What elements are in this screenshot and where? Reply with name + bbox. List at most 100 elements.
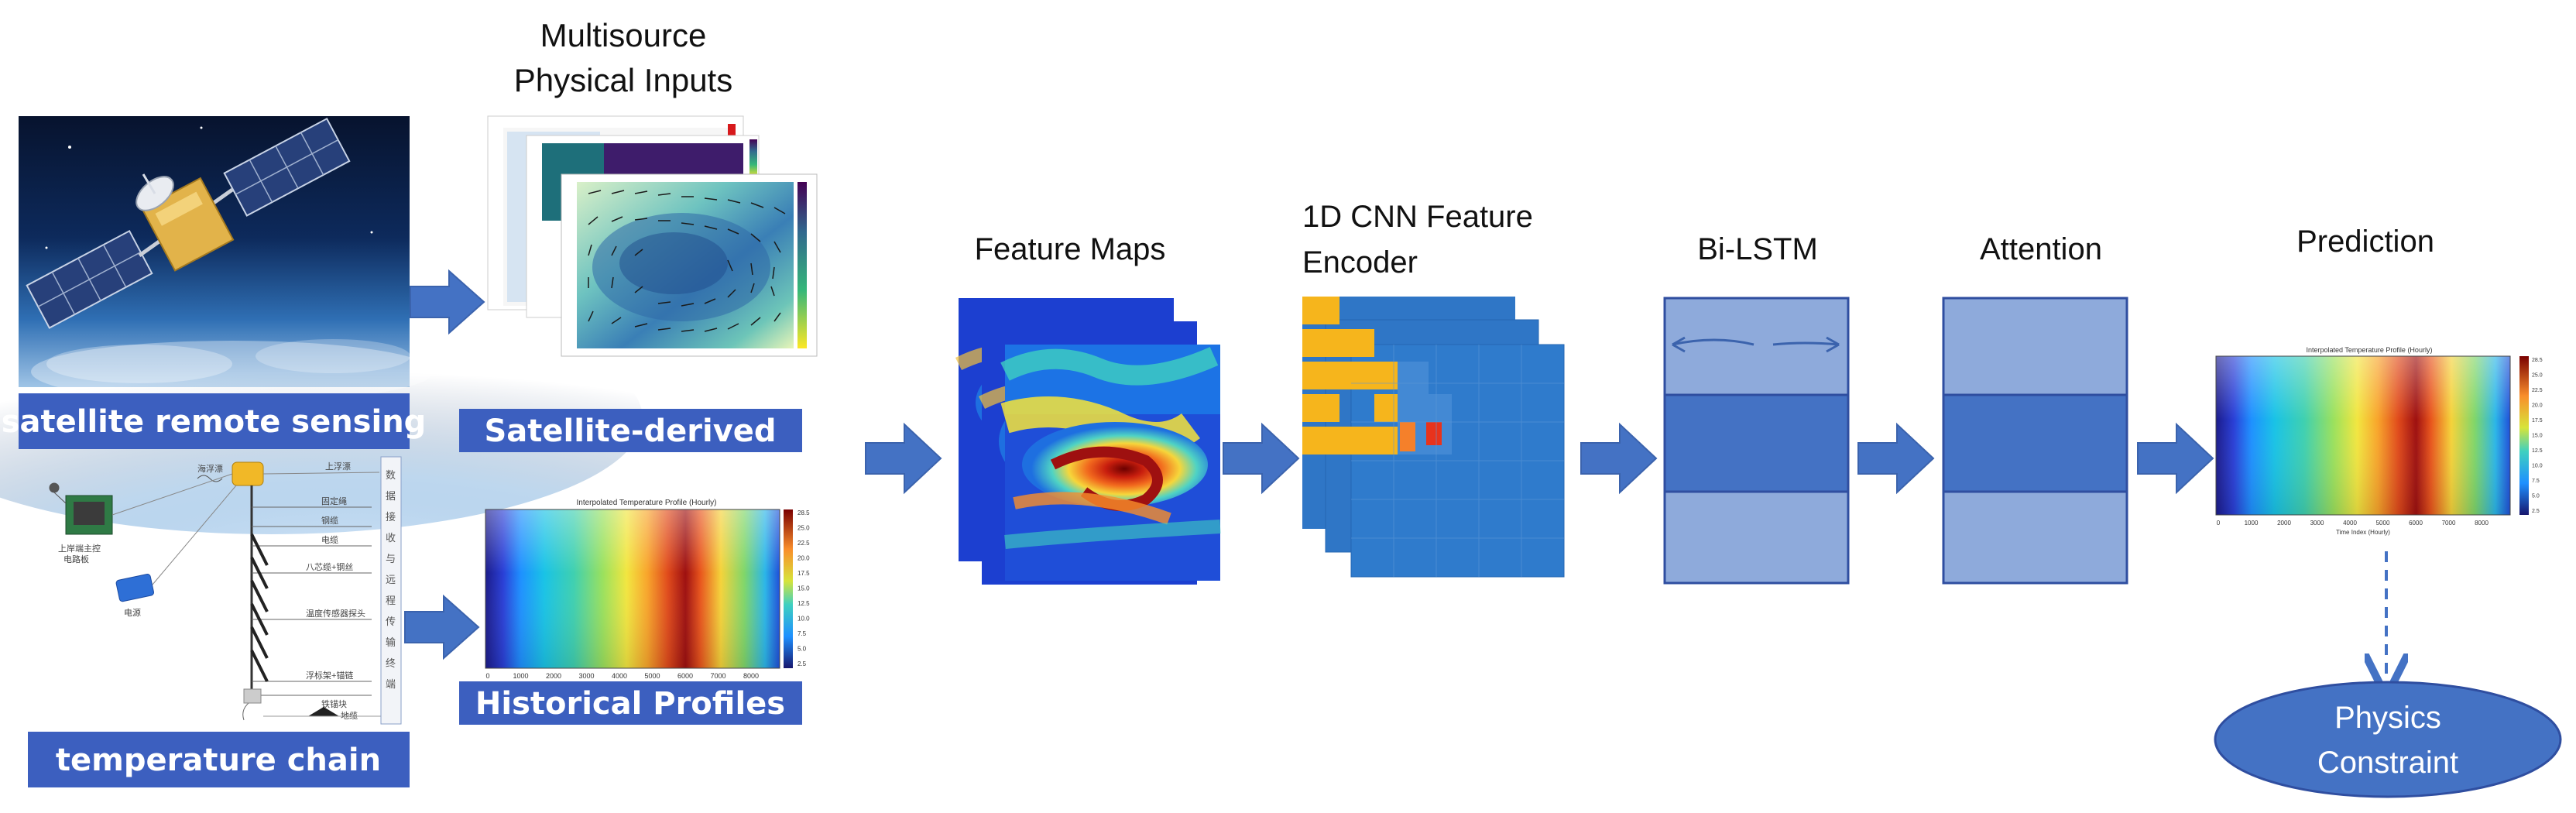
svg-text:上岸端主控: 上岸端主控 bbox=[58, 543, 101, 554]
svg-text:钢缆: 钢缆 bbox=[321, 516, 338, 526]
prediction-colorbar-tick: 22.5 bbox=[2532, 388, 2543, 393]
svg-text:传: 传 bbox=[386, 616, 396, 627]
historical-colorbar-tick: 7.5 bbox=[797, 630, 807, 637]
prediction-colorbar-tick: 28.5 bbox=[2532, 358, 2543, 363]
historical-heatmap: Interpolated Temperature Profile (Hourly… bbox=[485, 499, 810, 689]
svg-text:程: 程 bbox=[386, 595, 396, 606]
prediction-colorbar-tick: 15.0 bbox=[2532, 434, 2543, 439]
feature-maps-title: Feature Maps bbox=[975, 232, 1166, 266]
multisource-title-line1: Multisource bbox=[540, 17, 707, 53]
vector-arrows bbox=[588, 190, 786, 332]
satellite-label: satellite remote sensing bbox=[2, 404, 427, 440]
svg-text:据: 据 bbox=[386, 490, 396, 502]
historical-colorbar-tick: 5.0 bbox=[797, 646, 807, 653]
prediction-colorbar-tick: 17.5 bbox=[2532, 418, 2543, 424]
historical-x-tick: 1000 bbox=[513, 672, 528, 680]
prediction-colorbar-tick: 20.0 bbox=[2532, 403, 2543, 409]
svg-text:与: 与 bbox=[386, 553, 396, 564]
cnn-feature-stack bbox=[1302, 297, 1565, 578]
attention-title: Attention bbox=[1980, 232, 2102, 266]
historical-colorbar-tick: 15.0 bbox=[797, 585, 810, 592]
svg-text:收: 收 bbox=[386, 532, 396, 544]
prediction-x-tick: 3000 bbox=[2310, 520, 2324, 527]
svg-text:固定绳: 固定绳 bbox=[321, 496, 347, 506]
physics-line1: Physics bbox=[2334, 701, 2441, 735]
svg-text:输: 输 bbox=[386, 636, 396, 648]
arrow-inputs-to-featuremaps bbox=[865, 422, 942, 495]
flow-arrows bbox=[404, 269, 2214, 660]
prediction-x-tick: 7000 bbox=[2442, 520, 2456, 527]
historical-x-tick: 2000 bbox=[546, 672, 561, 680]
attention-block bbox=[1942, 297, 2128, 585]
historical-x-tick: 8000 bbox=[743, 672, 759, 680]
prediction-x-tick: 2000 bbox=[2277, 520, 2291, 527]
prediction-heatmap-title: Interpolated Temperature Profile (Hourly… bbox=[2307, 346, 2433, 354]
prediction-colorbar-tick: 7.5 bbox=[2532, 479, 2540, 484]
arrow-satellite-to-derived bbox=[410, 269, 485, 335]
historical-colorbar-tick: 22.5 bbox=[797, 540, 810, 547]
bilstm-block bbox=[1663, 297, 1850, 585]
bilstm-title: Bi-LSTM bbox=[1697, 232, 1818, 266]
prediction-x-tick: 1000 bbox=[2245, 520, 2259, 527]
physics-line2: Constraint bbox=[2317, 746, 2458, 780]
svg-text:数: 数 bbox=[386, 469, 396, 481]
historical-label: Historical Profiles bbox=[475, 686, 785, 722]
historical-colorbar-ticks: 28.525.022.520.017.515.012.510.07.55.02.… bbox=[797, 509, 810, 667]
historical-x-ticks: 0 1000 2000 3000 4000 5000 6000 7000 8000 bbox=[485, 672, 759, 680]
prediction-x-tick: 4000 bbox=[2343, 520, 2357, 527]
prediction-colorbar-tick: 12.5 bbox=[2532, 448, 2543, 454]
prediction-colorbar-tick: 5.0 bbox=[2532, 494, 2540, 499]
physics-constraint-node: Physics Constraint bbox=[2214, 681, 2562, 798]
svg-text:电路板: 电路板 bbox=[63, 554, 89, 564]
historical-x-tick: 4000 bbox=[612, 672, 627, 680]
prediction-title: Prediction bbox=[2296, 225, 2434, 259]
historical-colorbar-tick: 17.5 bbox=[797, 570, 810, 577]
prediction-colorbar-tick: 25.0 bbox=[2532, 373, 2543, 379]
chain-label: temperature chain bbox=[56, 743, 381, 778]
arrow-cnn-to-bilstm bbox=[1580, 422, 1658, 495]
svg-text:端: 端 bbox=[386, 678, 396, 690]
satellite-derived-label-box: Satellite-derived bbox=[459, 409, 802, 452]
svg-text:温度传感器探头: 温度传感器探头 bbox=[306, 608, 365, 619]
satellite-derived-label: Satellite-derived bbox=[484, 413, 776, 449]
historical-x-tick: 6000 bbox=[677, 672, 693, 680]
prediction-colorbar-ticks: 28.5 25.0 22.5 20.0 17.5 15.0 12.5 10.0 7.5 5.0 2.… bbox=[2532, 358, 2543, 514]
bilstm-direction-arrows bbox=[1672, 336, 1840, 353]
svg-text:海浮漂: 海浮漂 bbox=[197, 463, 223, 474]
historical-x-tick: 3000 bbox=[578, 672, 594, 680]
solar-panel-left bbox=[26, 229, 153, 329]
historical-colorbar-tick: 25.0 bbox=[797, 525, 810, 532]
arrow-attention-to-prediction bbox=[2137, 422, 2214, 495]
historical-x-tick: 5000 bbox=[644, 672, 660, 680]
historical-x-tick: 7000 bbox=[710, 672, 725, 680]
historical-colorbar-tick: 10.0 bbox=[797, 616, 810, 623]
arrow-featuremaps-to-cnn bbox=[1223, 422, 1300, 495]
prediction-colorbar-tick: 2.5 bbox=[2532, 509, 2540, 514]
svg-text:八芯缆+钢丝: 八芯缆+钢丝 bbox=[306, 561, 353, 572]
svg-text:接: 接 bbox=[386, 511, 396, 523]
svg-text:浮标架+锚链: 浮标架+锚链 bbox=[306, 670, 353, 681]
arrow-bilstm-to-attention bbox=[1857, 422, 1935, 495]
svg-text:电缆: 电缆 bbox=[321, 535, 338, 545]
feature-map-stack bbox=[955, 298, 1221, 585]
historical-heatmap-title: Interpolated Temperature Profile (Hourly… bbox=[576, 499, 716, 507]
historical-x-tick: 0 bbox=[485, 672, 489, 680]
prediction-heatmap-xlabel: Time Index (Hourly) bbox=[2336, 529, 2390, 536]
satellite-derived-maps bbox=[487, 115, 818, 357]
prediction-x-tick: 6000 bbox=[2409, 520, 2423, 527]
historical-colorbar-tick: 12.5 bbox=[797, 600, 810, 607]
svg-text:电源: 电源 bbox=[124, 607, 141, 618]
historical-colorbar-tick: 2.5 bbox=[797, 660, 807, 667]
svg-text:上浮漂: 上浮漂 bbox=[325, 461, 351, 472]
prediction-x-tick: 5000 bbox=[2376, 520, 2390, 527]
multisource-title-line2: Physical Inputs bbox=[514, 62, 732, 98]
svg-text:铁锚块: 铁锚块 bbox=[321, 698, 347, 709]
historical-colorbar-tick: 20.0 bbox=[797, 555, 810, 562]
prediction-x-tick: 0 bbox=[2217, 520, 2221, 527]
prediction-colorbar-tick: 10.0 bbox=[2532, 464, 2543, 469]
cnn-title-line2: Encoder bbox=[1302, 245, 1418, 280]
cnn-title-line1: 1D CNN Feature bbox=[1302, 200, 1533, 234]
